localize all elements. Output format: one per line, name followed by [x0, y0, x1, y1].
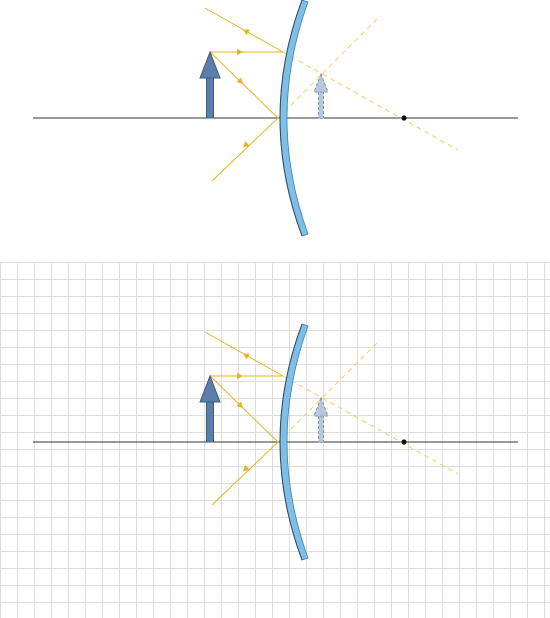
image-arrow-shaft [318, 90, 324, 119]
incident-ray-vertex [209, 51, 279, 119]
light-rays [204, 331, 459, 506]
virtual-extension-vertex [277, 15, 381, 119]
ray-diagram [33, 0, 518, 237]
image-arrow [313, 396, 329, 443]
image-arrow-head [313, 72, 329, 93]
object-arrow-shaft [206, 75, 214, 119]
reflected-ray-vertex [211, 441, 279, 506]
ray-diagram-panel-plain [0, 0, 550, 262]
background-grid [0, 262, 550, 618]
object-arrow-head [199, 374, 221, 403]
ray-direction-arrow [243, 465, 250, 472]
convex-mirror [279, 0, 309, 237]
reflected-ray-vertex [211, 117, 279, 182]
ray-diagram-canvas [33, 0, 518, 237]
ray-direction-arrow [243, 141, 250, 148]
ray-direction-arrow [237, 48, 243, 56]
ray-direction-arrow [243, 353, 250, 360]
focal-point [401, 439, 407, 445]
object-arrow [199, 374, 221, 443]
virtual-extension-vertex [277, 339, 381, 443]
ray-diagram-panel-gridded [0, 262, 550, 618]
ray-diagram [33, 323, 518, 561]
image-arrow [313, 72, 329, 119]
ray-direction-arrow [236, 77, 243, 84]
mirror-surface-line [279, 0, 303, 237]
image-arrow-shaft [318, 414, 324, 443]
light-rays [204, 7, 459, 182]
focal-point [401, 115, 407, 121]
virtual-extension-to-focus [282, 375, 459, 475]
incident-ray-vertex [209, 375, 279, 443]
image-arrow-head [313, 396, 329, 417]
object-arrow-head [199, 50, 221, 79]
ray-direction-arrow [237, 372, 243, 380]
convex-mirror [279, 323, 309, 561]
object-arrow-shaft [206, 399, 214, 443]
ray-direction-arrow [243, 29, 250, 36]
ray-direction-arrow [236, 401, 243, 408]
ray-diagram-canvas-grid [0, 262, 550, 618]
virtual-extension-to-focus [282, 51, 459, 151]
object-arrow [199, 50, 221, 119]
mirror-surface-line [279, 323, 303, 561]
